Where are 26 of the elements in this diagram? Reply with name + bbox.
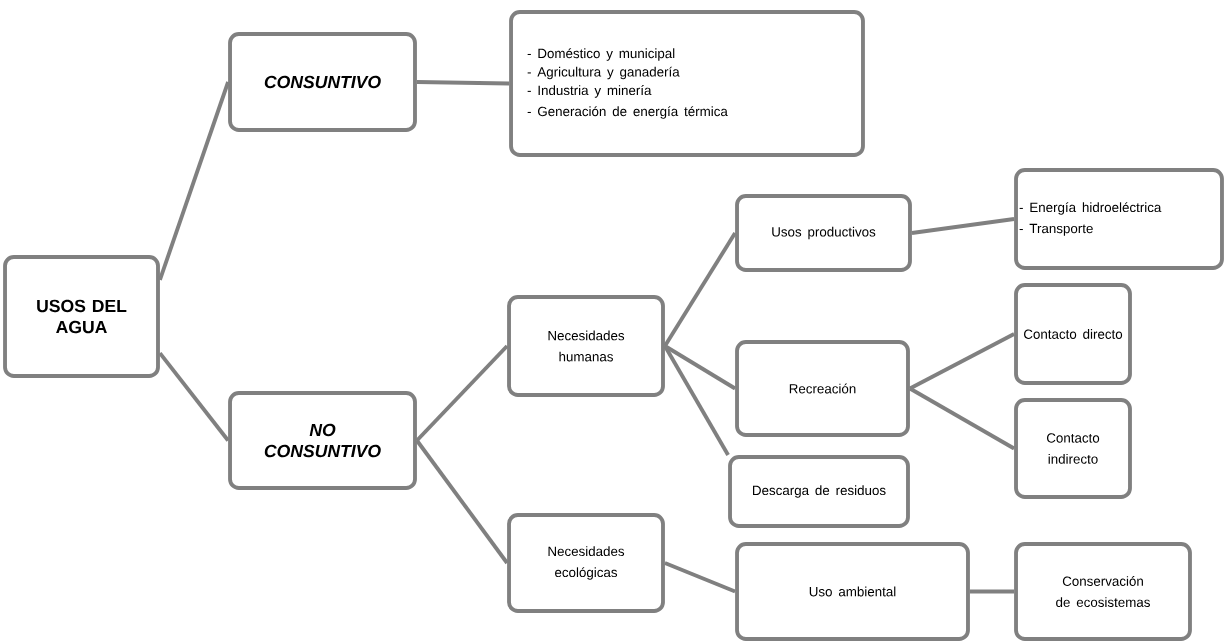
connector-line bbox=[664, 561, 736, 594]
connector-line bbox=[663, 231, 737, 348]
list-box: - Energía hidroeléctrica - Transporte bbox=[1014, 168, 1224, 270]
category-box: CONSUNTIVO bbox=[228, 32, 417, 132]
connector-line bbox=[969, 589, 1015, 594]
category-box: NO CONSUNTIVO bbox=[228, 391, 417, 490]
connector-line bbox=[158, 81, 230, 281]
process-box: Contacto indirecto bbox=[1014, 398, 1132, 499]
connector-line bbox=[415, 344, 509, 442]
process-box: Recreación bbox=[735, 340, 910, 437]
connector-line bbox=[909, 332, 1015, 391]
connector-line bbox=[663, 345, 730, 457]
list-box: - Doméstico y municipal - Agricultura y ganadería - Industria y minería - Generación de energía térmica bbox=[509, 10, 865, 157]
connector-line bbox=[416, 80, 510, 86]
connector-line bbox=[908, 386, 1016, 451]
root-box: USOS DEL AGUA bbox=[3, 255, 160, 378]
process-box: Uso ambiental bbox=[735, 542, 970, 641]
process-box: Necesidades ecológicas bbox=[507, 513, 665, 613]
process-box: Descarga de residuos bbox=[728, 455, 910, 528]
connector-line bbox=[158, 351, 230, 442]
process-box: Conservación de ecosistemas bbox=[1014, 542, 1192, 641]
process-box: Contacto directo bbox=[1014, 283, 1132, 385]
connector-line bbox=[415, 439, 509, 565]
connector-line bbox=[911, 217, 1015, 235]
process-box: Necesidades humanas bbox=[507, 295, 665, 397]
process-box: Usos productivos bbox=[735, 194, 912, 272]
